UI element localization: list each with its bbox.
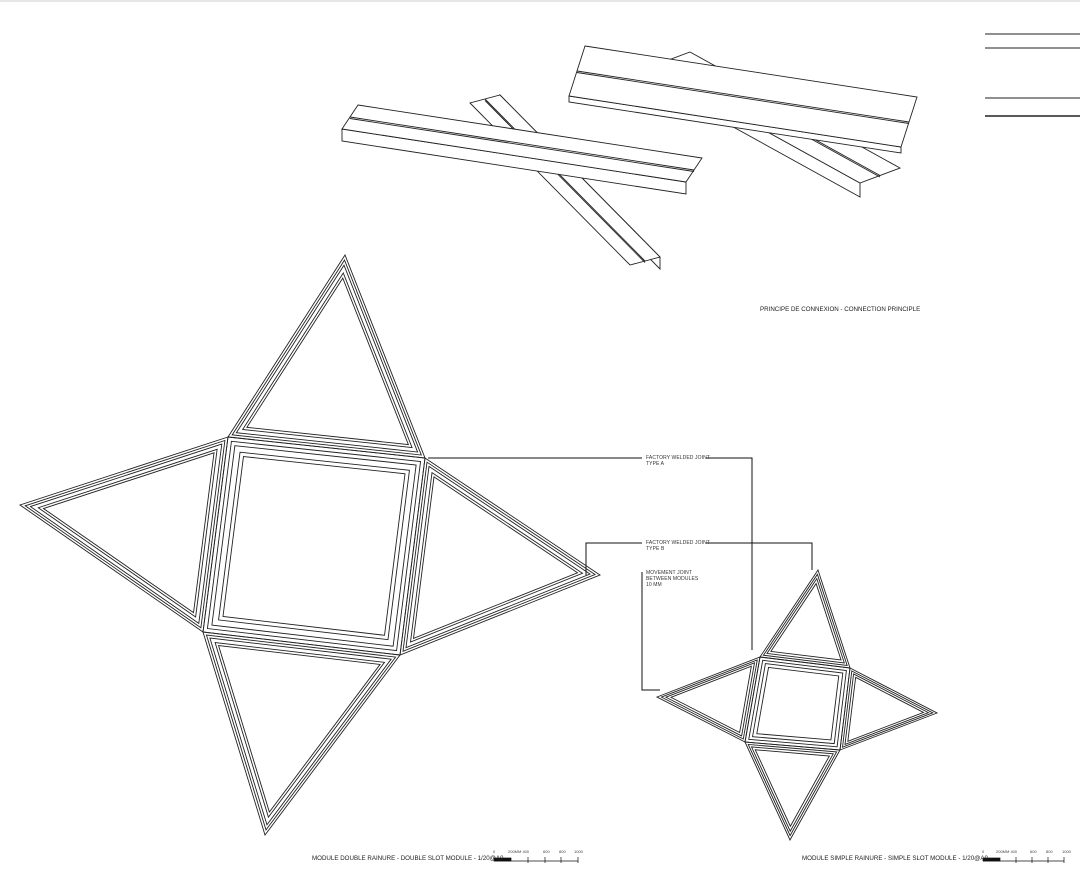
center-square-frame <box>211 445 417 647</box>
center-square-frame <box>218 451 410 641</box>
scale-tick: 600 <box>1030 849 1037 854</box>
simple-slot-module-drawing <box>655 568 939 841</box>
annotation-text: TYPE B <box>646 546 665 552</box>
arm-frame <box>29 443 223 625</box>
scale-bar-double <box>493 857 579 863</box>
annotation-text: FACTORY WELDED JOINT <box>646 455 710 461</box>
arm-frame <box>412 476 579 640</box>
arm-frame <box>744 741 841 841</box>
annotation-movement-joint: MOVEMENT JOINT BETWEEN MODULES 10 mm <box>646 570 698 588</box>
leader-lines <box>428 457 813 691</box>
caption-simple-slot-module: MODULE SIMPLE RAINURE - SIMPLE SLOT MODU… <box>802 855 988 862</box>
arm-frame <box>759 568 851 669</box>
arm-frame <box>37 448 218 618</box>
arm-frame <box>655 656 761 743</box>
arm-frame <box>402 461 596 653</box>
arm-frame <box>762 573 848 666</box>
arm-frame <box>770 582 842 661</box>
annotation-joint-type-b: FACTORY WELDED JOINT TYPE B <box>646 540 710 552</box>
scale-bar-simple <box>982 857 1065 863</box>
scale-tick: 0 <box>982 849 985 854</box>
arm-frame <box>227 254 426 459</box>
arm-frame <box>766 577 845 664</box>
upper-beam-right-slot <box>576 70 910 123</box>
arm-frame <box>42 452 215 614</box>
arm-frame <box>399 457 601 656</box>
arm-frame <box>747 743 838 837</box>
upper-beam-left-slot <box>349 118 695 172</box>
scale-tick: 200MM 400 <box>508 849 530 854</box>
arm-frame <box>669 665 752 734</box>
arm-frame <box>409 471 584 643</box>
scale-tick: 200MM 400 <box>996 849 1018 854</box>
annotation-text: BETWEEN MODULES <box>646 576 699 582</box>
arm-frame <box>231 259 422 456</box>
center-square-frame <box>756 666 840 741</box>
arm-frame <box>754 749 831 828</box>
arm-frame <box>209 637 392 826</box>
scale-tick: 1000 <box>574 849 583 854</box>
arm-frame <box>241 271 413 449</box>
center-square-frame <box>222 456 406 636</box>
caption-double-slot-module: MODULE DOUBLE RAINURE - DOUBLE SLOT MODU… <box>312 855 504 862</box>
arm-frame <box>214 642 386 819</box>
upper-beam-left-slot <box>349 116 695 171</box>
double-slot-module-drawing <box>18 254 601 836</box>
scale-tick: 0 <box>493 849 496 854</box>
caption-connection-principle: PRINCIPE DE CONNEXION - CONNECTION PRINC… <box>760 306 921 313</box>
annotation-text: TYPE A <box>646 461 665 467</box>
arm-frame <box>750 746 834 833</box>
arm-frame <box>664 662 756 737</box>
lower-beam-left-slot <box>484 100 646 263</box>
arm-frame <box>217 645 381 813</box>
arm-frame <box>405 465 591 649</box>
arm-frame <box>235 264 419 453</box>
annotation-text: 10 mm <box>646 582 662 588</box>
title-block-lines <box>985 33 1080 117</box>
arm-frame <box>24 439 226 629</box>
upper-beam-right-slot <box>576 72 910 124</box>
arm-frame <box>202 631 401 836</box>
arm-frame <box>847 676 925 742</box>
scale-tick: 800 <box>559 849 566 854</box>
scale-tick: 800 <box>1046 849 1053 854</box>
arm-frame <box>18 436 229 633</box>
arm-frame <box>660 659 758 740</box>
connection-principle-sketch <box>341 45 918 271</box>
lower-beam-left-slot <box>484 98 646 262</box>
arm-frame <box>839 667 939 751</box>
annotation-text: FACTORY WELDED JOINT <box>646 540 710 546</box>
center-square-frame <box>751 663 844 745</box>
annotation-text: MOVEMENT JOINT <box>646 570 693 576</box>
arm-frame <box>246 277 410 446</box>
scale-tick: 600 <box>543 849 550 854</box>
annotation-joint-type-a: FACTORY WELDED JOINT TYPE A <box>646 455 710 467</box>
center-square-frame <box>206 440 422 652</box>
arm-frame <box>205 634 397 831</box>
center-square-frame <box>748 659 847 748</box>
arm-frame <box>841 670 934 748</box>
scale-tick: 1000 <box>1062 849 1071 854</box>
arm-frame <box>844 673 930 746</box>
